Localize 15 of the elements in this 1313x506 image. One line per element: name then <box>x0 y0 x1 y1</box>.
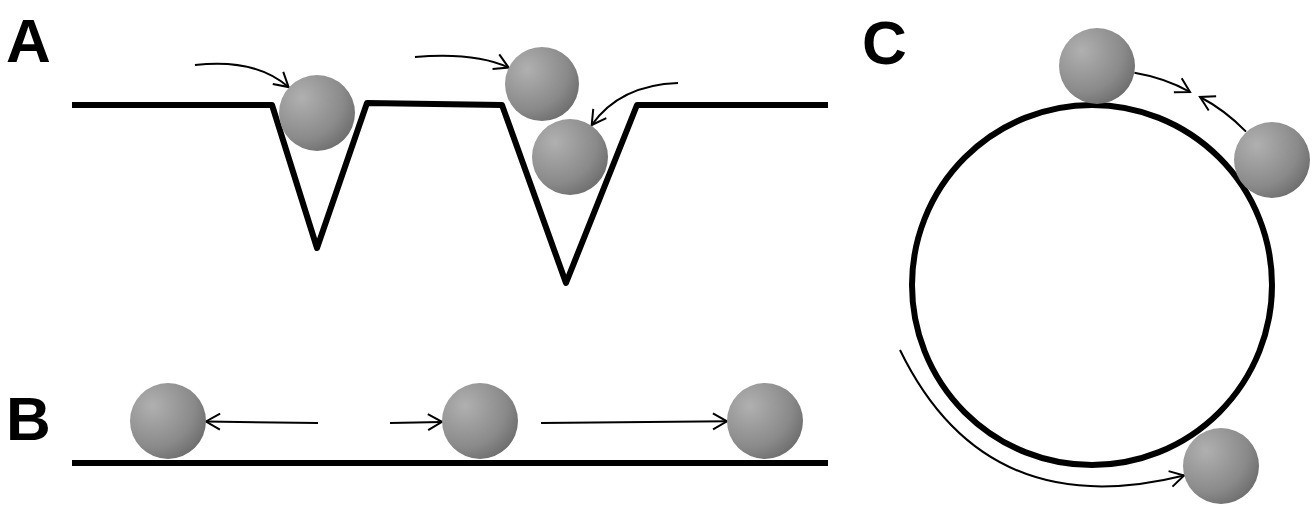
ball <box>532 119 608 195</box>
panel-letter: B <box>6 388 51 450</box>
panel-letter: C <box>862 12 907 74</box>
arrow <box>194 62 290 89</box>
arrow <box>1199 95 1247 133</box>
arrow <box>540 412 728 431</box>
arrow <box>1133 71 1191 94</box>
arrow <box>389 413 443 432</box>
arrow <box>414 53 510 71</box>
arrow <box>205 412 319 431</box>
panel-letter: A <box>6 10 51 72</box>
arrow <box>899 349 1186 488</box>
ball <box>279 75 355 151</box>
arrow <box>590 82 679 126</box>
ball <box>1234 122 1310 198</box>
